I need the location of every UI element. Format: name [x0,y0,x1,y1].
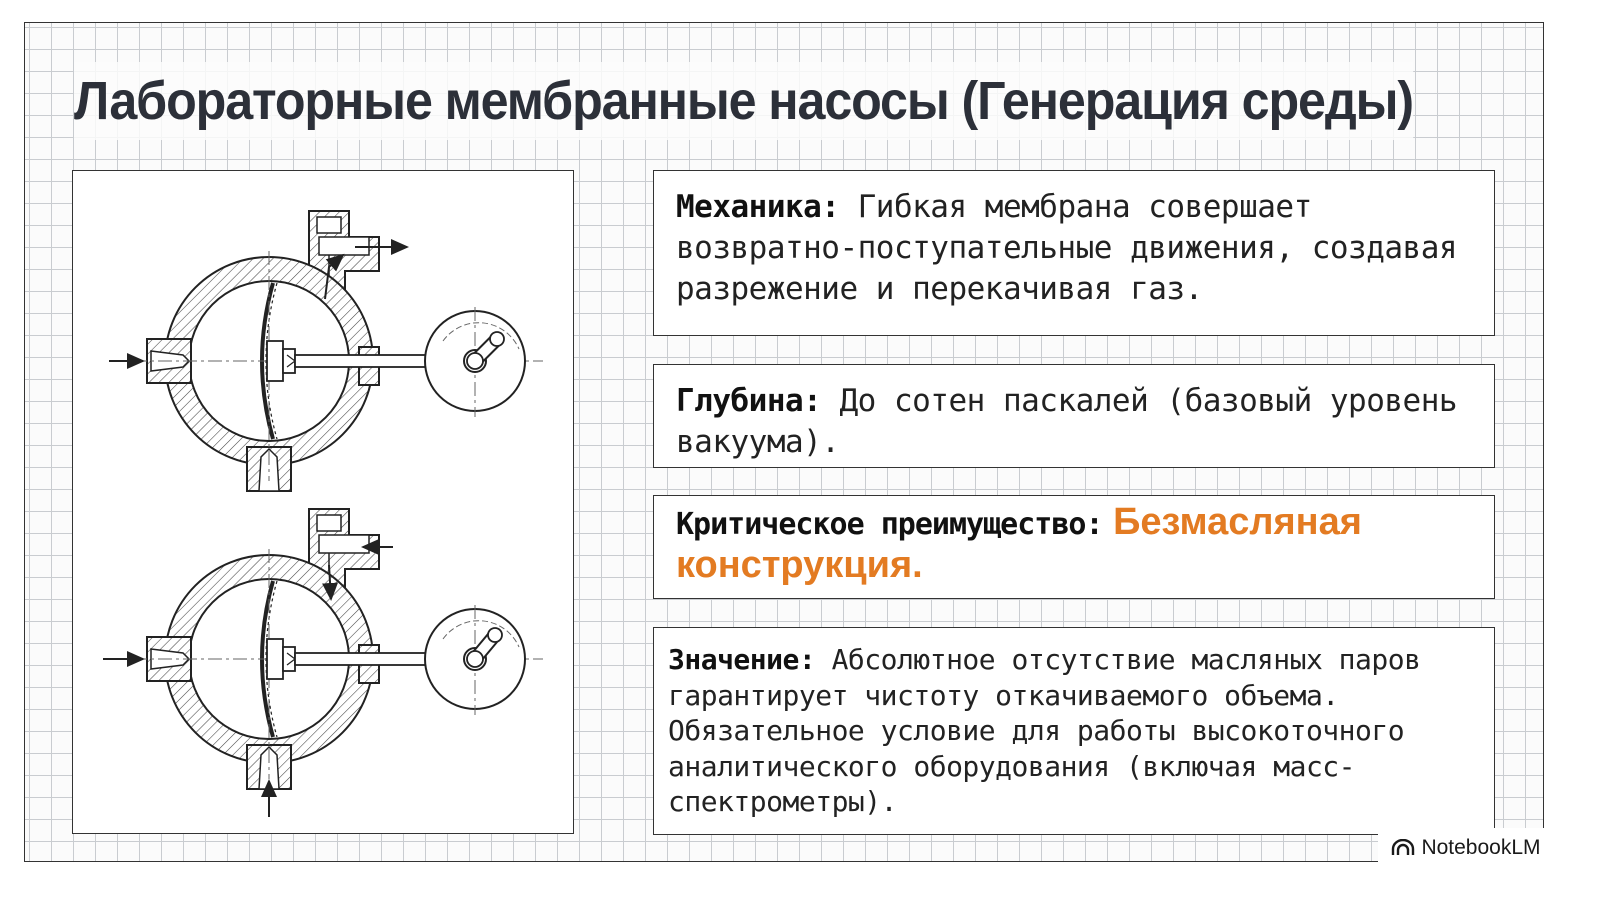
depth-card: Глубина: До сотен паскалей (базовый уров… [653,364,1495,468]
depth-label: Глубина: [676,383,822,419]
pump-intake-diagram [103,507,545,817]
depth-text: До сотен паскалей (базовый уровень вакуу… [676,383,1458,460]
mechanics-text: Гибкая мембрана совершает возвратно-пост… [676,189,1458,307]
page-title: Лабораторные мембранные насосы (Генераци… [74,62,1414,140]
notebooklm-watermark: NotebookLM [1378,828,1554,868]
meaning-card: Значение: Абсолютное отсутствие масляных… [653,627,1495,835]
mechanics-label: Механика: [676,189,840,225]
meaning-label: Значение: [668,643,816,676]
meaning-text: Абсолютное отсутствие масляных паров гар… [668,643,1421,818]
advantage-highlight: Безмасляная конструкция. [676,501,1362,586]
advantage-card: Критическое преимущество: Безмасляная ко… [653,495,1495,599]
mechanics-card: Механика: Гибкая мембрана совершает возв… [653,170,1495,336]
watermark-text: NotebookLM [1421,836,1541,859]
advantage-label: Критическое преимущество: [676,507,1104,542]
notebooklm-logo-icon [1392,839,1415,855]
pump-diagram [103,209,545,817]
pump-exhaust-diagram [109,209,545,493]
diagram-panel [72,170,574,834]
